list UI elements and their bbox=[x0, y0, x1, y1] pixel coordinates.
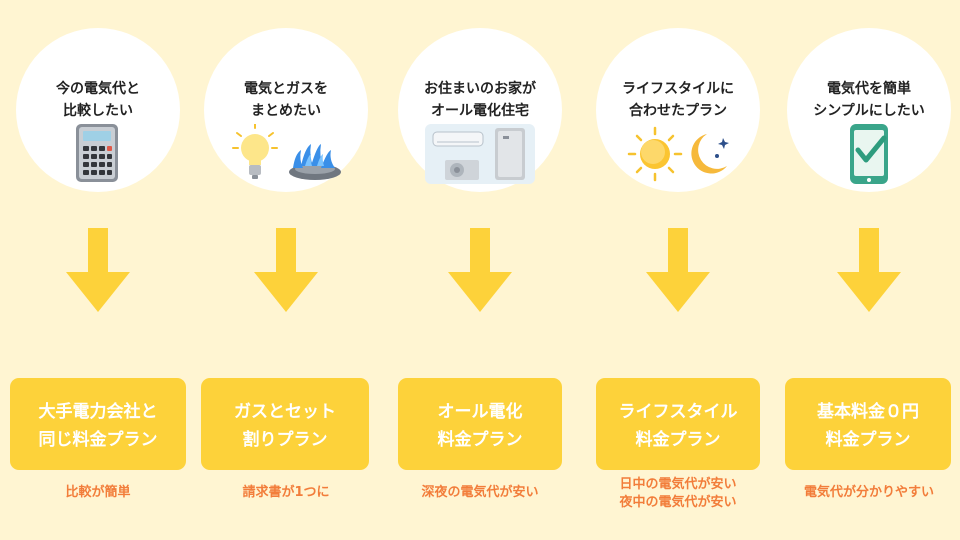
arrow-down-icon bbox=[837, 228, 901, 312]
plan-box: 大手電力会社と 同じ料金プラン bbox=[10, 378, 186, 470]
plan-box: オール電化 料金プラン bbox=[398, 378, 562, 470]
plan-name: 大手電力会社と 同じ料金プラン bbox=[38, 402, 158, 450]
plan-column-2: 電気とガスを まとめたい bbox=[198, 0, 374, 540]
plan-note: 電気代が分かりやすい bbox=[803, 485, 934, 500]
plan-box: ガスとセット 割りプラン bbox=[201, 378, 369, 470]
plan-column-5: 電気代を簡単 シンプルにしたい 基本料金０円 料金プラン 電気代が分かりやすい bbox=[781, 0, 957, 540]
plan-box: 基本料金０円 料金プラン bbox=[785, 378, 951, 470]
sun-and-moon-icon bbox=[627, 126, 729, 182]
calculator-icon bbox=[76, 124, 118, 182]
arrow-down-icon bbox=[66, 228, 130, 312]
smartphone-check-icon bbox=[850, 124, 888, 184]
question-text: 今の電気代と 比較したい bbox=[56, 81, 140, 119]
lightbulb-and-gas-flame-icon bbox=[232, 124, 341, 180]
question-text: 電気代を簡単 シンプルにしたい bbox=[813, 81, 925, 119]
question-circle: 電気とガスを まとめたい bbox=[204, 28, 368, 192]
plan-name: 基本料金０円 料金プラン bbox=[817, 402, 919, 450]
plan-name: ライフスタイル 料金プラン bbox=[618, 402, 738, 450]
arrow-down-icon bbox=[254, 228, 318, 312]
air-conditioner-and-water-heater-icon bbox=[425, 124, 535, 184]
plan-name: ガスとセット 割りプラン bbox=[234, 402, 336, 450]
plan-note: 比較が簡単 bbox=[65, 485, 131, 500]
plan-note: 日中の電気代が安い 夜中の電気代が安い bbox=[619, 477, 737, 510]
plan-box: ライフスタイル 料金プラン bbox=[596, 378, 760, 470]
question-circle: ライフスタイルに 合わせたプラン bbox=[596, 28, 760, 192]
question-text: ライフスタイルに 合わせたプラン bbox=[622, 81, 734, 119]
question-circle: 電気代を簡単 シンプルにしたい bbox=[787, 28, 951, 192]
question-text: お住まいのお家が オール電化住宅 bbox=[424, 81, 536, 119]
arrow-down-icon bbox=[646, 228, 710, 312]
plan-name: オール電化 料金プラン bbox=[437, 402, 523, 450]
arrow-down-icon bbox=[448, 228, 512, 312]
plan-column-4: ライフスタイルに 合わせたプラン ライフスタイル 料金プラン 日中の電気代が bbox=[590, 0, 766, 540]
plan-column-1: 今の電気代と 比較したい 大手電力会社と 同じ料金プラン 比較が簡単 bbox=[10, 0, 186, 540]
plan-column-3: お住まいのお家が オール電化住宅 オール電化 料金プラン 深夜の電気代が安い bbox=[392, 0, 568, 540]
plan-note: 請求書が1つに bbox=[242, 485, 330, 500]
question-text: 電気とガスを まとめたい bbox=[244, 81, 328, 119]
plan-note: 深夜の電気代が安い bbox=[421, 485, 539, 500]
